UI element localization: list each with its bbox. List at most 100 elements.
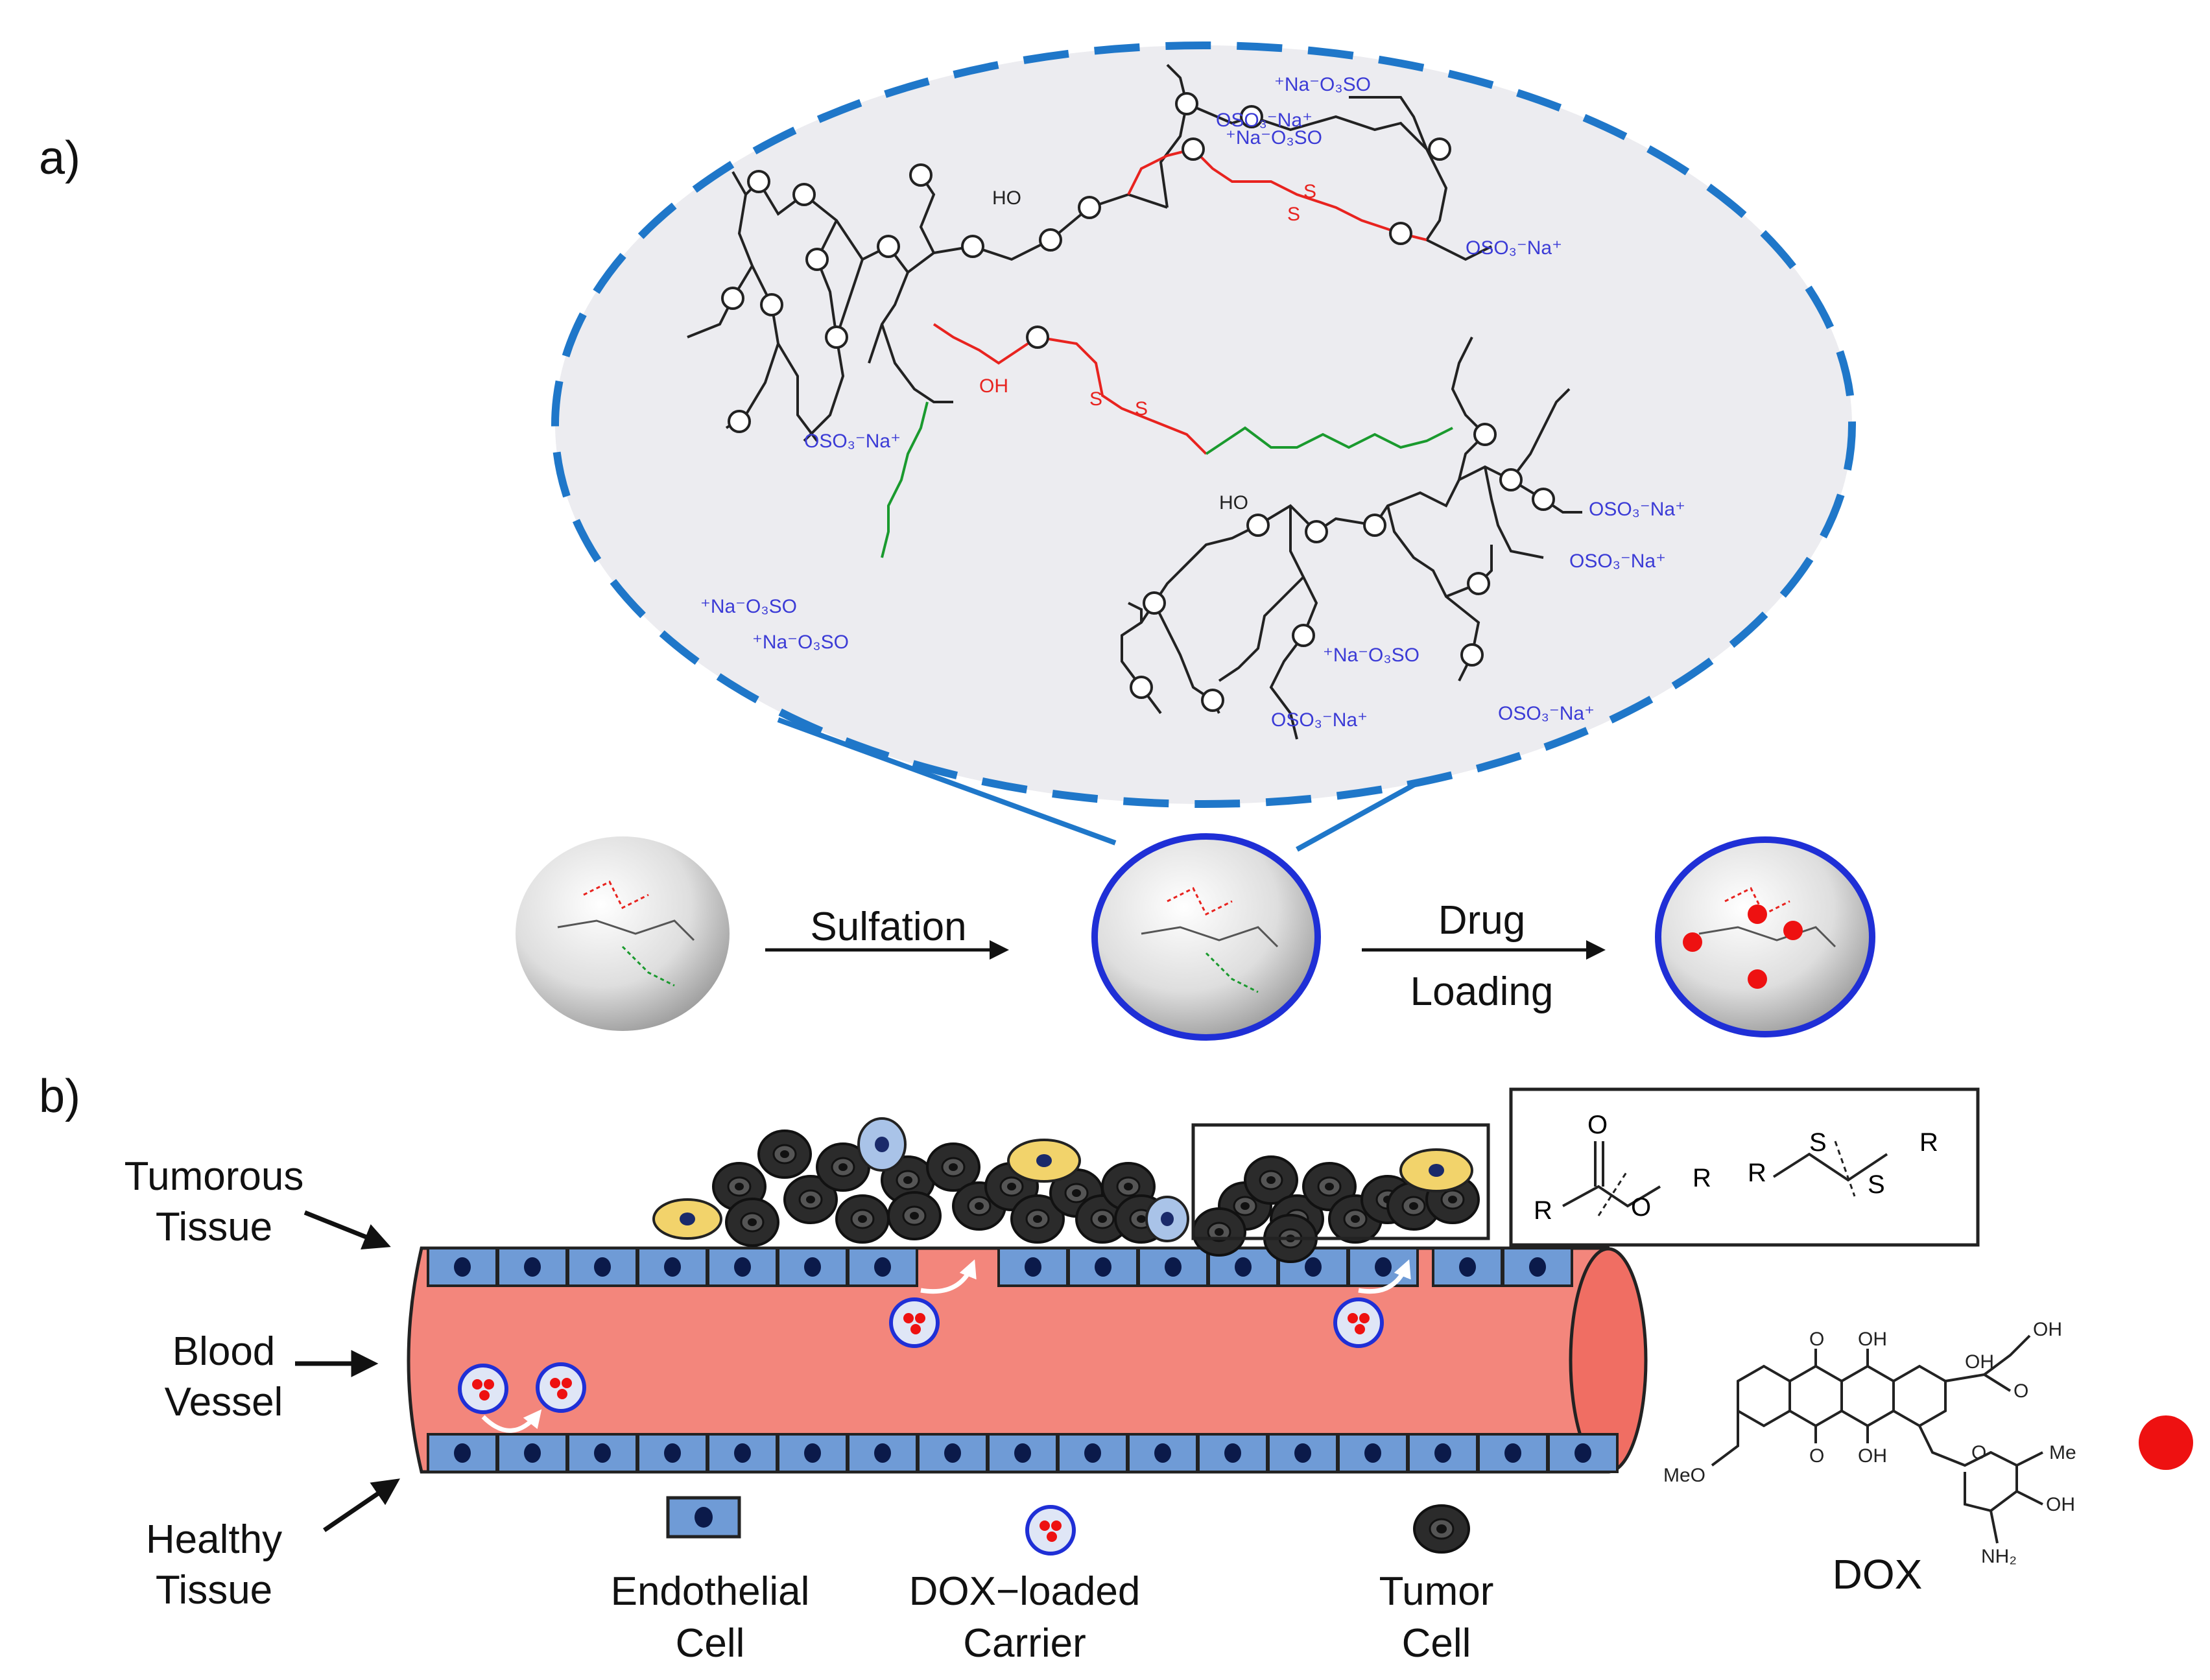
- sulfate-label: OSO₃⁻Na⁺: [1498, 703, 1595, 724]
- drug-dot: [1748, 969, 1767, 989]
- zoom-line-left: [777, 717, 1117, 846]
- tumor-cell: [1244, 1155, 1298, 1205]
- endothelial-nucleus: [1364, 1443, 1381, 1463]
- drug-dot: [1683, 932, 1702, 952]
- endothelial-nucleus: [1294, 1443, 1311, 1463]
- endothelial-nucleus: [1305, 1257, 1322, 1277]
- tumorous-arrow: [303, 1210, 391, 1250]
- structure-labels: ⁺Na⁻O₃SO OSO₃⁻Na⁺ ⁺Na⁻O₃SO OSO₃⁻Na⁺ OSO₃…: [700, 74, 1685, 731]
- dox-atom: O: [1971, 1442, 1986, 1463]
- tumor-zoom-box: [1191, 1123, 1490, 1240]
- cleavage-r-ss-left: R: [1748, 1159, 1766, 1187]
- sulfate-label: OSO₃⁻Na⁺: [1466, 237, 1562, 259]
- dox-atom: O: [1809, 1445, 1824, 1467]
- legend-endothelial-label-2: Cell: [676, 1621, 745, 1666]
- carriers: [458, 1259, 1411, 1433]
- endothelial-row-bottom: [427, 1433, 1619, 1473]
- legend-carrier-label-2: Carrier: [963, 1621, 1086, 1666]
- tumor-cell: [926, 1142, 980, 1192]
- sulfate-label: ⁺Na⁻O₃SO: [700, 596, 797, 617]
- endothelial-nucleus: [1224, 1443, 1241, 1463]
- dox-atom: O: [1809, 1329, 1824, 1350]
- sulfur-label: S: [1303, 181, 1316, 202]
- endothelial-nucleus: [1014, 1443, 1031, 1463]
- healthy-tissue-label-1: Healthy: [146, 1517, 282, 1562]
- sulfate-label: OSO₃⁻Na⁺: [1589, 499, 1685, 520]
- legend-carrier-icon: [1025, 1505, 1076, 1556]
- drug-dot: [1783, 921, 1803, 940]
- cleavage-r-left: R: [1534, 1196, 1552, 1225]
- tumorous-tissue-label-2: Tissue: [156, 1205, 272, 1249]
- endothelial-nucleus: [524, 1257, 541, 1277]
- legend-tumor-label-1: Tumor: [1379, 1569, 1494, 1614]
- sulfur-label: S: [1089, 388, 1102, 410]
- endothelial-nucleus: [1529, 1257, 1546, 1277]
- tumor-cell: [757, 1130, 812, 1179]
- tumor-cell: [835, 1194, 890, 1244]
- dox-atom: MeO: [1663, 1465, 1705, 1486]
- sulfate-label: ⁺Na⁻O₃SO: [1323, 645, 1420, 666]
- hydroxyl-label: HO: [992, 187, 1021, 209]
- cleavage-s1: S: [1809, 1128, 1827, 1157]
- sulfate-label: ⁺Na⁻O₃SO: [752, 632, 849, 653]
- endothelial-cell: [1432, 1247, 1503, 1287]
- legend-tumor-icon: [1413, 1504, 1470, 1554]
- endothelial-nucleus: [1574, 1443, 1591, 1463]
- cleavage-box: O R O R R S S R: [1509, 1087, 1980, 1247]
- dox-atom: Me: [2049, 1442, 2076, 1463]
- endothelial-nucleus: [1165, 1257, 1182, 1277]
- endothelial-nucleus: [944, 1443, 961, 1463]
- tumor-cell: [1010, 1194, 1065, 1244]
- tumor-cell: [887, 1191, 942, 1240]
- cleavage-carbonyl-o: O: [1587, 1111, 1608, 1139]
- healthy-arrow: [323, 1478, 400, 1532]
- blood-vessel-label-2: Vessel: [165, 1380, 283, 1425]
- endothelial-nucleus: [1084, 1443, 1101, 1463]
- drug-loading-label-1: Drug: [1438, 898, 1525, 943]
- endothelial-nucleus: [594, 1257, 611, 1277]
- hydroxyl-label: OH: [979, 375, 1008, 397]
- endothelial-nucleus: [804, 1257, 821, 1277]
- legend-carrier-label-1: DOX−loaded: [909, 1569, 1141, 1614]
- legend-endothelial-label-1: Endothelial: [611, 1569, 810, 1614]
- drug-dot: [1748, 905, 1767, 924]
- endothelial-nucleus: [1504, 1443, 1521, 1463]
- tumorous-tissue-label-1: Tumorous: [125, 1154, 304, 1199]
- endothelial-nucleus: [1025, 1257, 1041, 1277]
- sulfate-label: OSO₃⁻Na⁺: [1271, 709, 1368, 731]
- endothelial-row-top: [427, 1247, 1573, 1287]
- endothelial-nucleus: [874, 1443, 891, 1463]
- endothelial-nucleus: [524, 1443, 541, 1463]
- endothelial-nucleus: [594, 1443, 611, 1463]
- endothelial-cell: [707, 1247, 778, 1287]
- tumor-mass: [652, 1117, 1480, 1263]
- endothelial-nucleus: [1375, 1257, 1392, 1277]
- sulfur-label: S: [1135, 398, 1148, 420]
- cleavage-ester-o: O: [1631, 1193, 1651, 1222]
- dox-atom: OH: [2046, 1494, 2075, 1515]
- dox-dot-legend: [2139, 1415, 2193, 1470]
- dox-atom: O: [2014, 1380, 2028, 1402]
- sphere-plain: [516, 836, 730, 1031]
- endothelial-nucleus: [804, 1443, 821, 1463]
- sulfate-label: OSO₃⁻Na⁺: [804, 431, 901, 452]
- sphere-drug-loaded: [1655, 836, 1875, 1037]
- endothelial-nucleus: [454, 1443, 471, 1463]
- dox-atom: OH: [1858, 1445, 1887, 1467]
- endothelial-nucleus: [1459, 1257, 1476, 1277]
- endothelial-nucleus: [1154, 1443, 1171, 1463]
- healthy-tissue-label-2: Tissue: [156, 1568, 272, 1613]
- endothelial-nucleus: [1095, 1257, 1111, 1277]
- sulfur-label: S: [1287, 204, 1300, 225]
- endothelial-nucleus: [734, 1257, 751, 1277]
- dox-atom: OH: [1858, 1329, 1887, 1350]
- blood-vessel-label-1: Blood: [172, 1329, 276, 1374]
- dox-labels: O OH OH OH O O OH MeO O Me OH NH₂: [1663, 1319, 2076, 1567]
- endothelial-nucleus: [454, 1257, 471, 1277]
- cleavage-r-right: R: [1693, 1164, 1711, 1192]
- endothelial-nucleus: [664, 1443, 681, 1463]
- hydroxyl-label: HO: [1219, 492, 1248, 514]
- dox-structure: [1711, 1334, 2043, 1544]
- sulfate-label: OSO₃⁻Na⁺: [1216, 110, 1313, 131]
- endothelial-nucleus: [1235, 1257, 1252, 1277]
